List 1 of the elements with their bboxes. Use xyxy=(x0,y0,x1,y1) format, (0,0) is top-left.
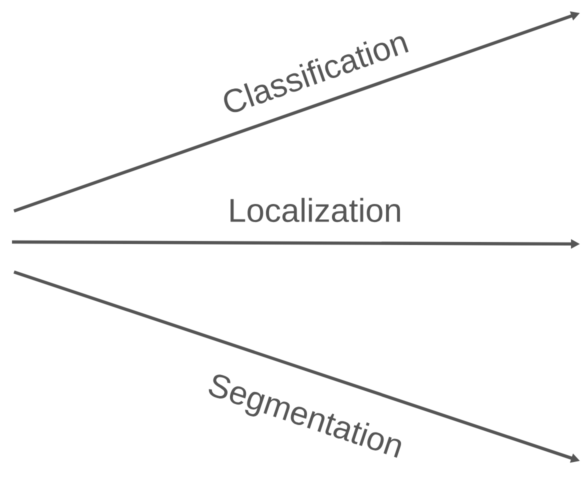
arrow-label: Localization xyxy=(230,198,400,222)
